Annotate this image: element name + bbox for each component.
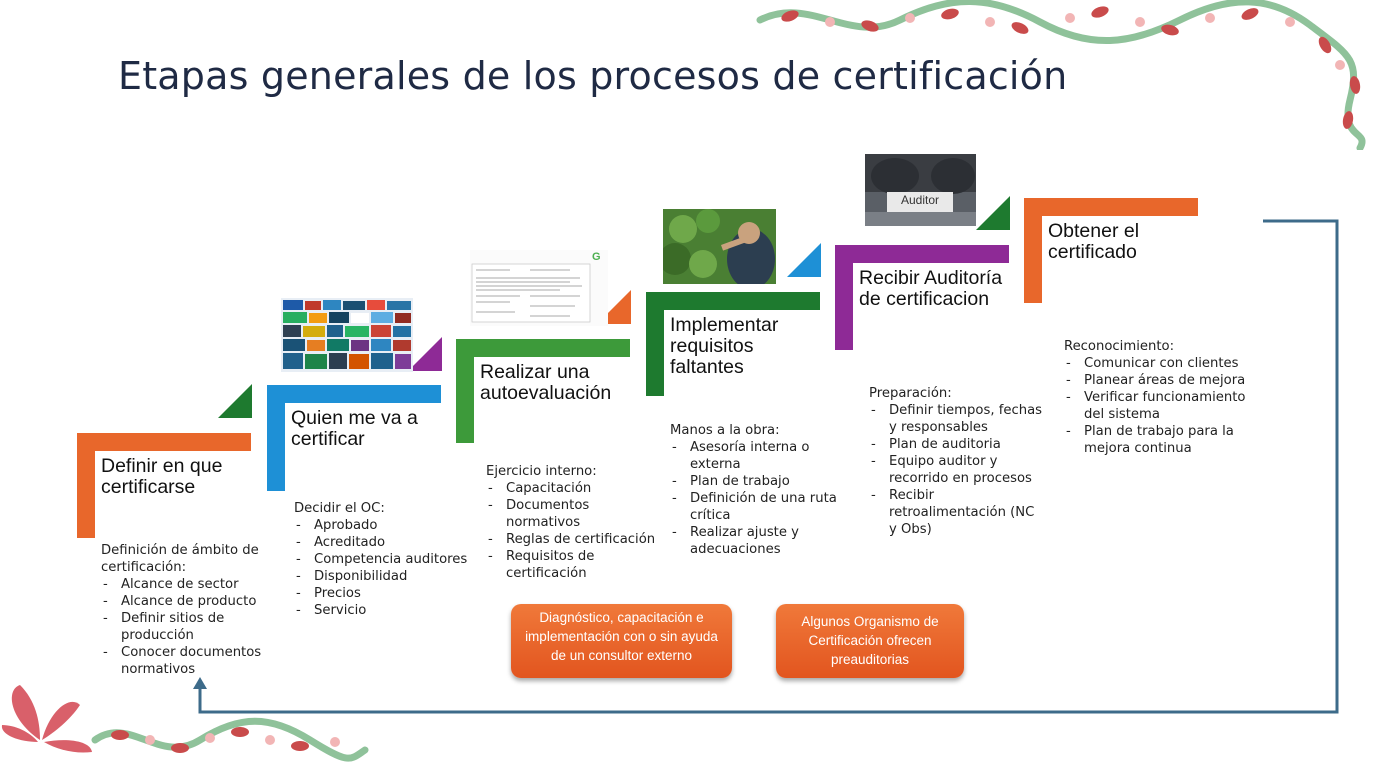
page-title: Etapas generales de los procesos de cert… [118,54,1068,98]
list-item: Alcance de sector [101,576,276,593]
list-item: Servicio [294,602,474,619]
list-item: Plan de trabajo [670,473,840,490]
step-3-list: Capacitación Documentos normativos Regla… [486,480,661,582]
consultant-callout: Diagnóstico, capacitación e implementaci… [511,604,732,678]
list-item: Disponibilidad [294,568,474,585]
step-4-desc-heading: Manos a la obra: [670,423,780,438]
step-1-bracket-horizontal [77,433,251,451]
step-1-list: Alcance de sector Alcance de producto De… [101,576,276,678]
step-6-bracket-horizontal [1024,198,1198,216]
step-6-label: Obtener el certificado [1048,220,1140,263]
step-4-label: Implementar requisitos faltantes [670,314,779,378]
step-3-label: Realizar una autoevaluación [480,361,612,404]
document-thumbnail-image: G [470,250,608,326]
step-3-desc-heading: Ejercicio interno: [486,464,597,479]
step-5-arrow-icon [976,196,1010,230]
list-item: Alcance de producto [101,593,276,610]
step-4-description: Manos a la obra: Asesoría interna o exte… [670,422,840,558]
floral-border-top-icon [756,0,1366,150]
floral-border-bottom-icon [1,685,369,762]
list-item: Capacitación [486,480,661,497]
step-1-bracket-vertical [77,433,95,538]
auditor-photo-image: Auditor [865,154,976,226]
list-item: Acreditado [294,534,474,551]
step-5-label: Recibir Auditoría de certificacion [859,267,1003,310]
auditor-sign: Auditor [900,193,940,207]
step-6-list: Comunicar con clientes Planear áreas de … [1064,355,1249,457]
step-2-arrow-icon [408,337,442,371]
step-4-arrow-icon [787,243,821,277]
step-2-bracket-horizontal [267,385,441,403]
list-item: Comunicar con clientes [1064,355,1249,372]
step-2-bracket-vertical [267,385,285,491]
list-item: Plan de auditoria [869,436,1044,453]
step-5-bracket-horizontal [835,245,1009,263]
step-4-list: Asesoría interna o externa Plan de traba… [670,439,840,558]
list-item: Plan de trabajo para la mejora continua [1064,423,1249,457]
step-1-desc-heading: Definición de ámbito de certificación: [101,543,259,575]
step-2-label: Quien me va a certificar [291,407,418,450]
list-item: Precios [294,585,474,602]
list-item: Equipo auditor y recorrido en procesos [869,453,1044,487]
step-2-description: Decidir el OC: Aprobado Acreditado Compe… [294,500,474,619]
greenhouse-photo-image [663,209,776,284]
step-3-bracket-vertical [456,339,474,443]
list-item: Realizar ajuste y adecuaciones [670,524,840,558]
list-item: Recibir retroalimentación (NC y Obs) [869,487,1044,538]
list-item: Documentos normativos [486,497,661,531]
step-5-list: Definir tiempos, fechas y responsables P… [869,402,1044,538]
step-1-description: Definición de ámbito de certificación: A… [101,542,276,678]
list-item: Definición de una ruta crítica [670,490,840,524]
list-item: Definir sitios de producción [101,610,276,644]
step-5-description: Preparación: Definir tiempos, fechas y r… [869,385,1044,538]
step-6-bracket-vertical [1024,198,1042,303]
logos-collage-image [281,298,413,372]
step-3-bracket-horizontal [456,339,630,357]
step-2-list: Aprobado Acreditado Competencia auditore… [294,517,474,619]
list-item: Aprobado [294,517,474,534]
step-1-label: Definir en que certificarse [101,455,223,498]
step-1-arrow-icon [218,384,252,418]
step-6-desc-heading: Reconocimiento: [1064,339,1175,354]
preaudit-callout: Algunos Organismo de Certificación ofrec… [776,604,964,678]
list-item: Competencia auditores [294,551,474,568]
step-2-desc-heading: Decidir el OC: [294,501,385,516]
list-item: Requisitos de certificación [486,548,661,582]
step-4-bracket-vertical [646,292,664,396]
list-item: Asesoría interna o externa [670,439,840,473]
step-5-desc-heading: Preparación: [869,386,952,401]
step-4-bracket-horizontal [646,292,820,310]
svg-text:G: G [592,251,601,263]
list-item: Conocer documentos normativos [101,644,276,678]
step-6-description: Reconocimiento: Comunicar con clientes P… [1064,338,1249,457]
return-arrow [193,219,1339,714]
step-5-bracket-vertical [835,245,853,350]
list-item: Verificar funcionamiento del sistema [1064,389,1249,423]
list-item: Definir tiempos, fechas y responsables [869,402,1044,436]
step-3-description: Ejercicio interno: Capacitación Document… [486,463,661,582]
list-item: Reglas de certificación [486,531,661,548]
list-item: Planear áreas de mejora [1064,372,1249,389]
